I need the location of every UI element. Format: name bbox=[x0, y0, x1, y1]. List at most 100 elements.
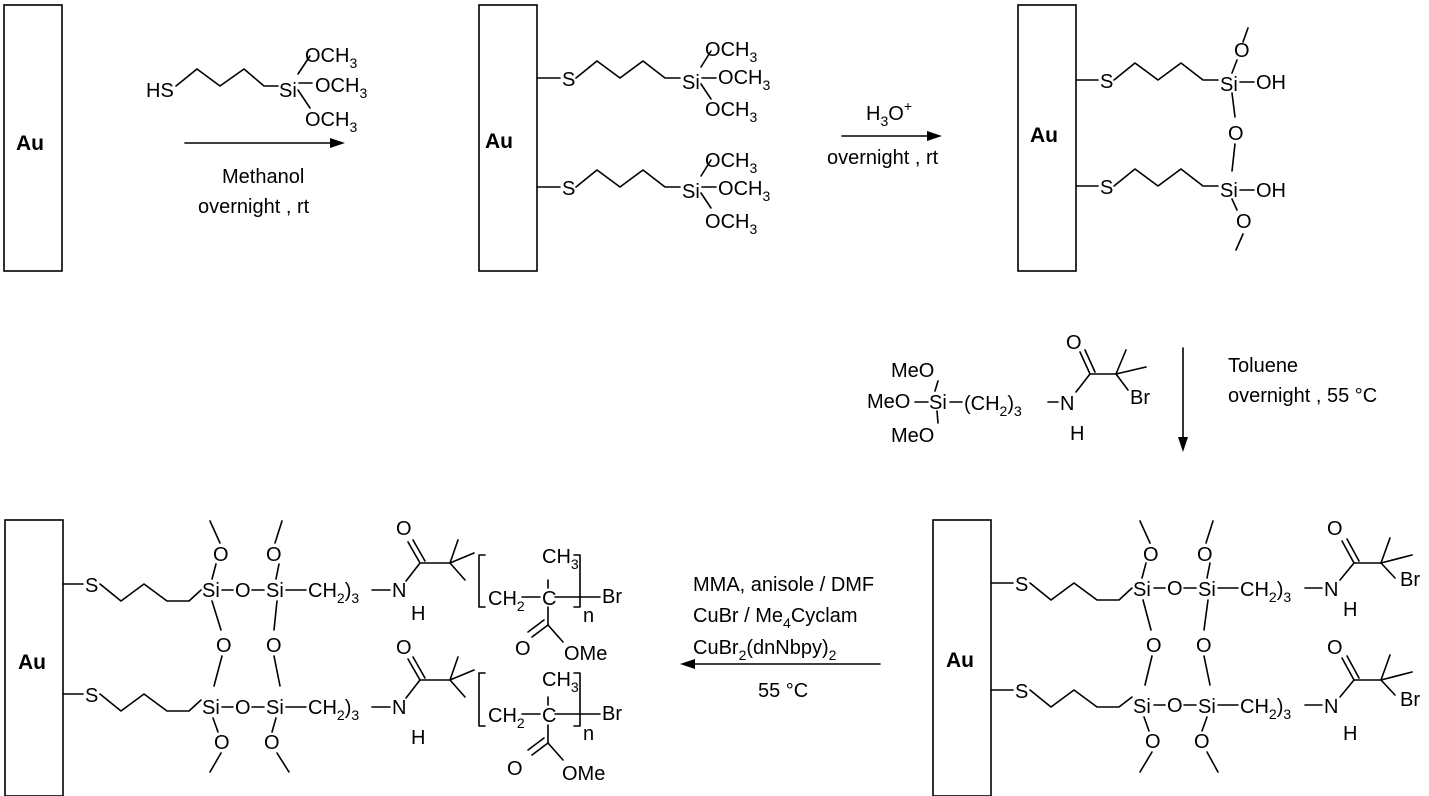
svg-text:C: C bbox=[542, 705, 556, 727]
svg-text:O: O bbox=[1236, 211, 1252, 233]
reaction-arrow-3: Toluene overnight , 55 °C bbox=[1178, 347, 1377, 452]
svg-text:O: O bbox=[266, 635, 282, 657]
gold-label: Au bbox=[485, 130, 513, 153]
svg-text:O: O bbox=[515, 638, 531, 660]
svg-text:O: O bbox=[1197, 544, 1213, 566]
svg-text:O: O bbox=[1196, 635, 1212, 657]
svg-text:MeO: MeO bbox=[891, 425, 934, 447]
reaction-arrow-4: MMA, anisole / DMF CuBr / Me4Cyclam CuBr… bbox=[680, 574, 881, 702]
gold-label: Au bbox=[16, 132, 44, 155]
gold-label: Au bbox=[1030, 124, 1058, 147]
svg-text:Br: Br bbox=[602, 703, 622, 725]
svg-text:MeO: MeO bbox=[891, 360, 934, 382]
svg-text:O: O bbox=[1167, 578, 1183, 600]
svg-text:OCH3: OCH3 bbox=[705, 211, 757, 237]
svg-text:Br: Br bbox=[1400, 569, 1420, 591]
svg-text:CuBr / Me4Cyclam: CuBr / Me4Cyclam bbox=[693, 605, 858, 631]
svg-text:O: O bbox=[396, 518, 412, 540]
svg-text:O: O bbox=[1327, 518, 1343, 540]
svg-text:Si: Si bbox=[1133, 579, 1151, 601]
svg-text:n: n bbox=[583, 605, 594, 627]
svg-text:H: H bbox=[1343, 599, 1357, 621]
svg-text:CH2)3: CH2)3 bbox=[308, 697, 359, 723]
gold-substrate-initiator: Au S Si O Si CH2)3 N H O Br O O O bbox=[932, 518, 1420, 796]
svg-text:OCH3: OCH3 bbox=[315, 75, 367, 101]
svg-text:N: N bbox=[1060, 393, 1074, 415]
reagent-mptms: HS Si OCH3 OCH3 OCH3 bbox=[146, 45, 367, 135]
condition-overnight-55c: overnight , 55 °C bbox=[1228, 385, 1377, 407]
svg-text:N: N bbox=[1324, 579, 1338, 601]
svg-text:S: S bbox=[1015, 574, 1028, 596]
svg-text:OH: OH bbox=[1256, 180, 1286, 202]
svg-text:O: O bbox=[1143, 544, 1159, 566]
svg-text:O: O bbox=[1066, 332, 1082, 354]
svg-text:O: O bbox=[266, 544, 282, 566]
svg-text:CH3: CH3 bbox=[542, 546, 579, 572]
svg-text:Si: Si bbox=[682, 72, 700, 94]
svg-text:O: O bbox=[1167, 695, 1183, 717]
svg-text:S: S bbox=[85, 685, 98, 707]
svg-text:S: S bbox=[1015, 681, 1028, 703]
svg-text:O: O bbox=[235, 580, 251, 602]
svg-text:Si: Si bbox=[929, 392, 947, 414]
svg-text:Si: Si bbox=[266, 697, 284, 719]
svg-text:H: H bbox=[1343, 723, 1357, 745]
svg-text:O: O bbox=[1327, 637, 1343, 659]
svg-text:Si: Si bbox=[682, 181, 700, 203]
svg-text:Br: Br bbox=[1400, 689, 1420, 711]
svg-text:Si: Si bbox=[1198, 579, 1216, 601]
svg-text:S: S bbox=[85, 575, 98, 597]
gold-label: Au bbox=[946, 649, 974, 672]
svg-text:Si: Si bbox=[202, 697, 220, 719]
svg-text:O: O bbox=[1234, 40, 1250, 62]
gold-substrate-methoxysilane: Au S Si OCH3 OCH3 OCH3 S Si OCH3 OCH3 OC… bbox=[478, 4, 770, 272]
condition-overnight-rt-2: overnight , rt bbox=[827, 147, 939, 169]
svg-text:CH3: CH3 bbox=[542, 669, 579, 695]
initiator-silane: MeO MeO MeO Si (CH2)3 N H O Br bbox=[867, 332, 1150, 447]
svg-text:OCH3: OCH3 bbox=[718, 178, 770, 204]
svg-text:Si: Si bbox=[1198, 696, 1216, 718]
svg-text:CH2)3: CH2)3 bbox=[1240, 579, 1291, 605]
gold-substrate-bare: Au bbox=[3, 4, 63, 272]
svg-text:Si: Si bbox=[1220, 180, 1238, 202]
thiol-label: HS bbox=[146, 80, 174, 102]
svg-text:Si: Si bbox=[202, 580, 220, 602]
svg-text:OCH3: OCH3 bbox=[305, 45, 357, 71]
svg-text:H: H bbox=[1070, 423, 1084, 445]
svg-text:N: N bbox=[392, 697, 406, 719]
condition-methanol: Methanol bbox=[222, 166, 304, 188]
svg-text:H: H bbox=[411, 727, 425, 749]
svg-text:Si: Si bbox=[1133, 696, 1151, 718]
condition-overnight-rt-1: overnight , rt bbox=[198, 196, 310, 218]
svg-text:CH2: CH2 bbox=[488, 705, 525, 731]
svg-text:O: O bbox=[264, 732, 280, 754]
svg-text:CH2)3: CH2)3 bbox=[308, 580, 359, 606]
svg-text:O: O bbox=[396, 637, 412, 659]
condition-toluene: Toluene bbox=[1228, 355, 1298, 377]
svg-text:Si: Si bbox=[266, 580, 284, 602]
svg-text:O: O bbox=[216, 635, 232, 657]
svg-text:O: O bbox=[1228, 123, 1244, 145]
svg-text:Br: Br bbox=[1130, 387, 1150, 409]
reaction-arrow-1: Methanol overnight , rt bbox=[184, 138, 345, 218]
svg-text:Si: Si bbox=[1220, 74, 1238, 96]
gold-substrate-pmma-brush: Au S Si O Si CH2)3 N H O CH2 C CH3 n Br bbox=[4, 518, 622, 796]
svg-text:CH2)3: CH2)3 bbox=[1240, 696, 1291, 722]
svg-text:O: O bbox=[213, 544, 229, 566]
svg-text:n: n bbox=[583, 723, 594, 745]
svg-text:CuBr2(dnNbpy)2: CuBr2(dnNbpy)2 bbox=[693, 637, 837, 663]
svg-text:OCH3: OCH3 bbox=[305, 109, 357, 135]
svg-text:OCH3: OCH3 bbox=[705, 99, 757, 125]
svg-text:O: O bbox=[214, 732, 230, 754]
svg-text:S: S bbox=[1100, 177, 1113, 199]
gold-label: Au bbox=[18, 651, 46, 674]
svg-text:OCH3: OCH3 bbox=[705, 39, 757, 65]
svg-text:CH2: CH2 bbox=[488, 588, 525, 614]
svg-text:OMe: OMe bbox=[562, 763, 605, 785]
silicon-label: Si bbox=[279, 80, 297, 102]
condition-55c: 55 °C bbox=[758, 680, 808, 702]
svg-text:H: H bbox=[411, 603, 425, 625]
svg-text:O: O bbox=[507, 758, 523, 780]
gold-substrate-silanol: Au S Si OH O O S Si OH O bbox=[1017, 4, 1286, 272]
